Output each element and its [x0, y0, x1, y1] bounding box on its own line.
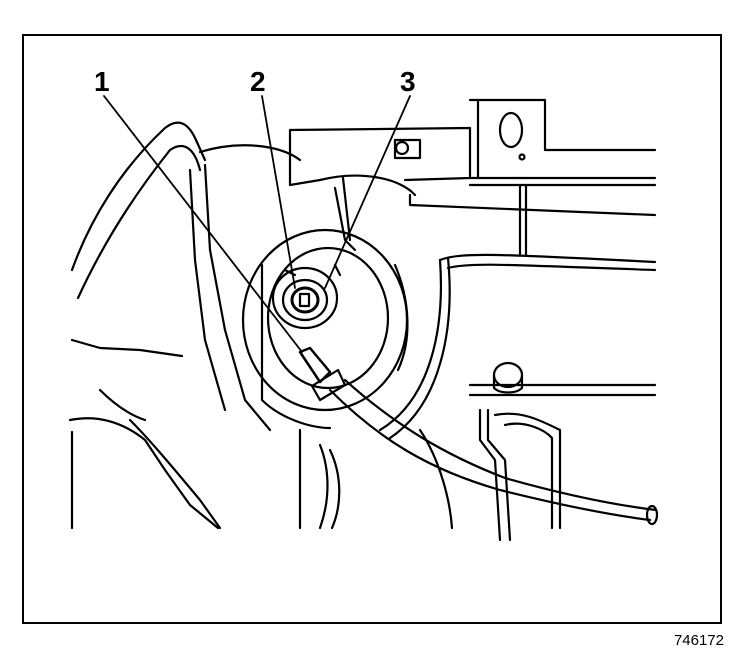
- callout-2: 2: [250, 66, 266, 97]
- callout-3: 3: [400, 66, 416, 97]
- sender-module: [241, 176, 409, 430]
- leader-lines: [103, 95, 411, 353]
- upper-bracket: [288, 98, 657, 257]
- callout-1: 1: [94, 66, 110, 97]
- lower-frame: [298, 361, 657, 542]
- tank-shell-left: [68, 121, 302, 530]
- figure-id: 746172: [673, 632, 724, 649]
- diagram-frame: [22, 34, 722, 624]
- wiring-harness: [298, 253, 659, 526]
